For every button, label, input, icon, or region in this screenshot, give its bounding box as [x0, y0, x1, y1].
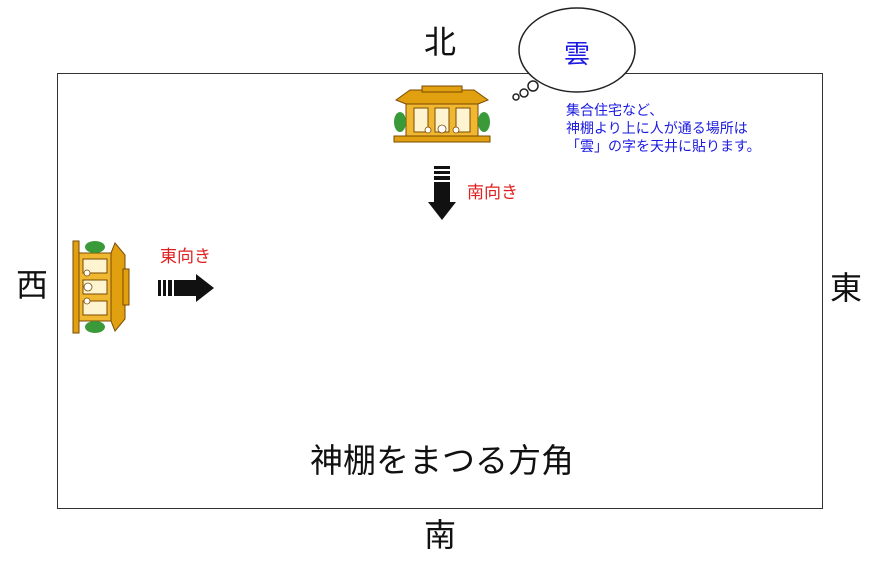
direction-east-label: 東	[830, 269, 863, 307]
note-line: 神棚より上に人が通る場所は	[566, 121, 748, 137]
kamidana-shrine-icon	[72, 240, 130, 334]
diagram-title: 神棚をまつる方角	[310, 441, 574, 480]
note-line: 「雲」の字を天井に貼ります。	[566, 139, 761, 155]
arrow-east-icon	[158, 274, 214, 302]
direction-south-label: 南	[424, 516, 457, 554]
room-outline	[57, 73, 823, 509]
kamidana-shrine-icon	[393, 85, 491, 143]
facing-south-label: 南向き	[467, 183, 518, 203]
direction-north-label: 北	[424, 23, 457, 61]
cloud-character: 雲	[563, 40, 590, 70]
note-line: 集合住宅など、	[566, 103, 664, 119]
cloud-note: 集合住宅など、 神棚より上に人が通る場所は 「雲」の字を天井に貼ります。	[566, 102, 806, 156]
direction-west-label: 西	[16, 266, 49, 304]
arrow-south-icon	[428, 166, 456, 220]
facing-east-label: 東向き	[160, 247, 211, 267]
